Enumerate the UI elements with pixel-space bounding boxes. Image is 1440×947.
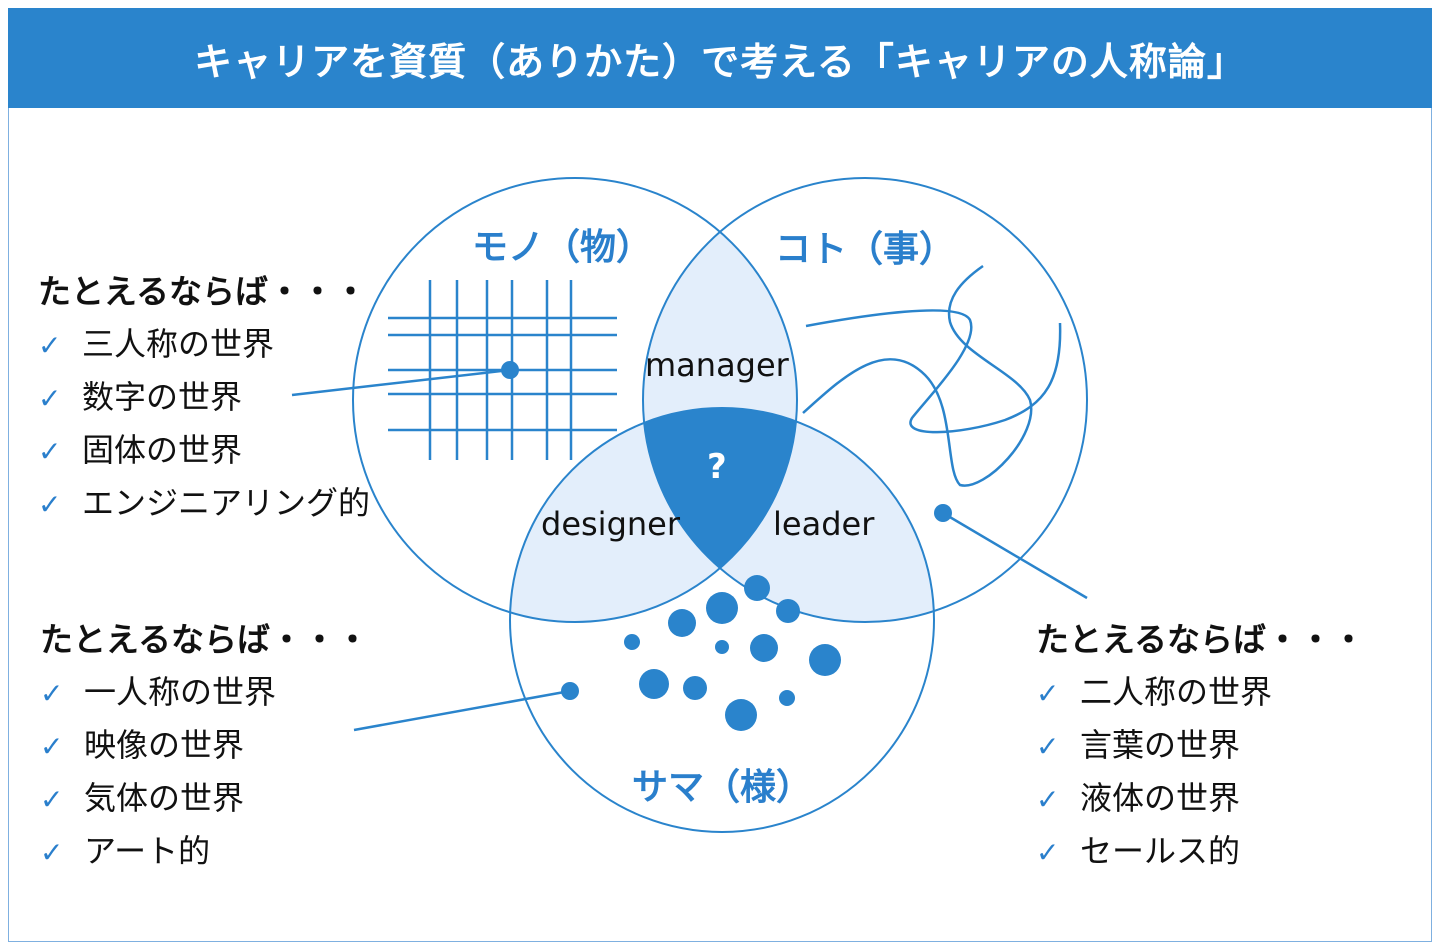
list-item: ✓言葉の世界 (1036, 719, 1365, 772)
check-icon: ✓ (38, 329, 62, 362)
list-item: ✓三人称の世界 (38, 318, 370, 371)
list-item: ✓映像の世界 (40, 719, 369, 772)
check-icon: ✓ (38, 488, 62, 521)
list-mono: たとえるならば・・・ ✓三人称の世界 ✓数字の世界 ✓固体の世界 ✓エンジニアリ… (38, 266, 370, 530)
check-icon: ✓ (38, 435, 62, 468)
list-item: ✓エンジニアリング的 (38, 477, 370, 530)
list-koto: たとえるならば・・・ ✓二人称の世界 ✓言葉の世界 ✓液体の世界 ✓セールス的 (1036, 614, 1365, 878)
title-banner: キャリアを資質（ありかた）で考える「キャリアの人称論」 (8, 8, 1432, 108)
list-item: ✓固体の世界 (38, 424, 370, 477)
circle-koto (642, 177, 1088, 623)
list-item: ✓液体の世界 (1036, 772, 1365, 825)
list-heading: たとえるならば・・・ (40, 620, 370, 659)
list-heading: たとえるならば・・・ (38, 272, 368, 311)
list-item: ✓一人称の世界 (40, 666, 369, 719)
label-leader: leader (773, 505, 875, 543)
list-item: ✓気体の世界 (40, 772, 369, 825)
label-mono: モノ（物） (472, 227, 653, 268)
page-title: キャリアを資質（ありかた）で考える「キャリアの人称論」 (194, 39, 1246, 84)
check-icon: ✓ (38, 382, 62, 415)
list-item: ✓数字の世界 (38, 371, 370, 424)
label-designer: designer (541, 505, 680, 543)
list-item: ✓アート的 (40, 825, 369, 878)
connector-dot-sama (561, 682, 579, 700)
connector-mono (291, 368, 511, 397)
list-heading: たとえるならば・・・ (1036, 620, 1366, 659)
squiggle-icon (802, 264, 1062, 487)
grid-icon (388, 280, 617, 460)
label-sama: サマ（様） (632, 767, 813, 808)
check-icon: ✓ (1036, 783, 1060, 816)
check-icon: ✓ (1036, 677, 1060, 710)
check-icon: ✓ (1036, 836, 1060, 869)
list-sama: たとえるならば・・・ ✓一人称の世界 ✓映像の世界 ✓気体の世界 ✓アート的 (40, 614, 369, 878)
circle-sama (509, 407, 935, 833)
connector-dot-koto (934, 504, 952, 522)
circle-mono (352, 177, 798, 623)
check-icon: ✓ (40, 730, 64, 763)
label-manager: manager (645, 346, 789, 384)
connector-koto (942, 511, 1088, 600)
connector-dot-mono (501, 361, 519, 379)
check-icon: ✓ (1036, 730, 1060, 763)
label-koto: コト（事） (775, 229, 956, 270)
check-icon: ✓ (40, 677, 64, 710)
check-icon: ✓ (40, 836, 64, 869)
list-item: ✓二人称の世界 (1036, 666, 1365, 719)
connector-sama (353, 689, 571, 732)
check-icon: ✓ (40, 783, 64, 816)
list-item: ✓セールス的 (1036, 825, 1365, 878)
bubbles-icon (624, 575, 841, 731)
center-question-mark: ? (707, 447, 727, 487)
